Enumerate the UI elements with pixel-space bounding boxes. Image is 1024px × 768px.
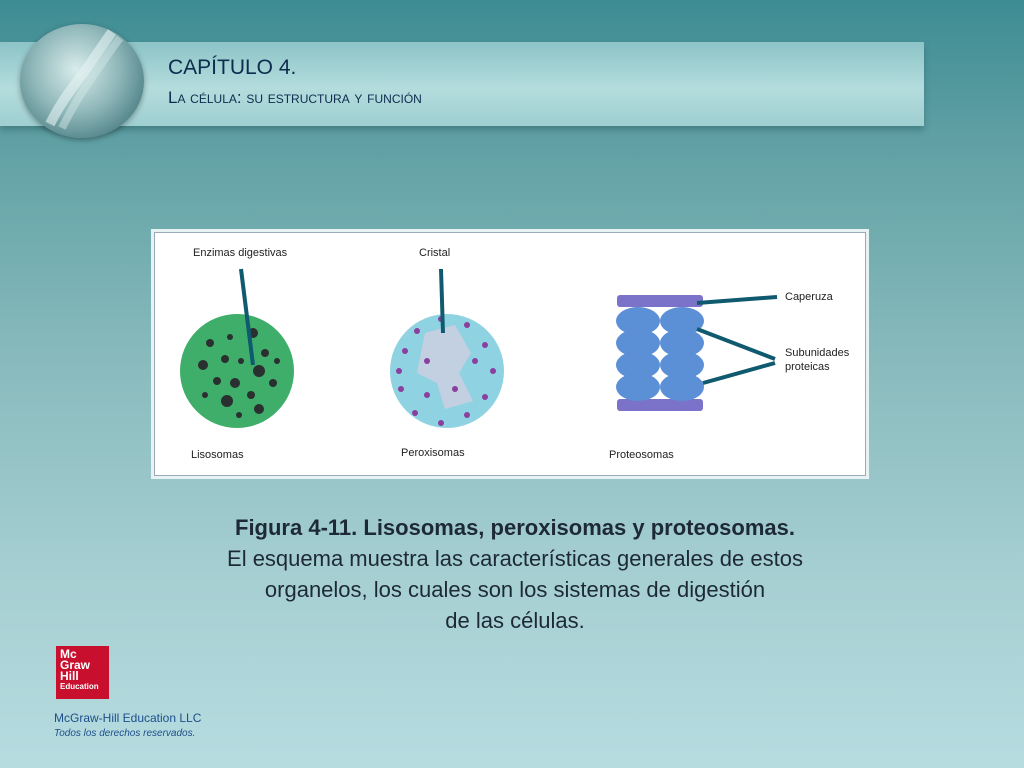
caption-line-2: organelos, los cuales son los sistemas d…	[264, 577, 766, 602]
logo-line-2: Graw	[60, 658, 91, 672]
footer-rights: Todos los derechos reservados.	[54, 728, 196, 739]
proteasome-subunits	[616, 307, 704, 401]
chromosome-logo-icon	[20, 24, 144, 138]
cristal-pointer-line	[439, 268, 445, 334]
label-proteosomas: Proteosomas	[609, 449, 674, 461]
label-cristal: Cristal	[419, 247, 451, 259]
chapter-title: CAPÍTULO 4.	[168, 56, 297, 79]
subunidades-pointer-line-2	[702, 361, 776, 385]
header-band	[0, 42, 924, 126]
caption-title: Figura 4-11. Lisosomas, peroxisomas y pr…	[235, 515, 795, 540]
caption-line-1: El esquema muestra las características g…	[227, 546, 803, 571]
footer-company: McGraw-Hill Education LLC	[54, 711, 202, 725]
figure-frame: Enzimas digestivas Cristal Caperuza Subu…	[154, 232, 866, 476]
lysosome-shape	[180, 314, 294, 428]
label-caperuza: Caperuza	[785, 291, 833, 303]
subunidades-pointer-line-1	[696, 327, 776, 361]
label-subunidades-2: proteicas	[785, 361, 830, 373]
mcgraw-hill-logo: Mc Graw Hill Education	[56, 646, 109, 699]
caption-line-3: de las células.	[445, 608, 585, 633]
logo-line-4: Education	[60, 682, 99, 691]
crystal-shape	[417, 325, 473, 409]
label-lisosomas: Lisosomas	[191, 449, 244, 461]
organelles-diagram	[180, 268, 778, 428]
proteasome-cap-top	[617, 295, 703, 307]
caperuza-pointer-line	[696, 295, 778, 305]
lysosome-enzymes	[198, 328, 280, 418]
label-subunidades-1: Subunidades	[785, 347, 850, 359]
label-peroxisomas: Peroxisomas	[401, 447, 465, 459]
logo-line-3: Hill	[60, 669, 79, 683]
figure-caption: Figura 4-11. Lisosomas, peroxisomas y pr…	[150, 512, 880, 636]
logo-line-1: Mc	[60, 647, 77, 661]
enzimas-pointer-line	[239, 268, 255, 366]
label-enzimas: Enzimas digestivas	[193, 247, 288, 259]
proteasome-cap-bottom	[617, 399, 703, 411]
chapter-subtitle: La célula: su estructura y función	[168, 88, 422, 107]
